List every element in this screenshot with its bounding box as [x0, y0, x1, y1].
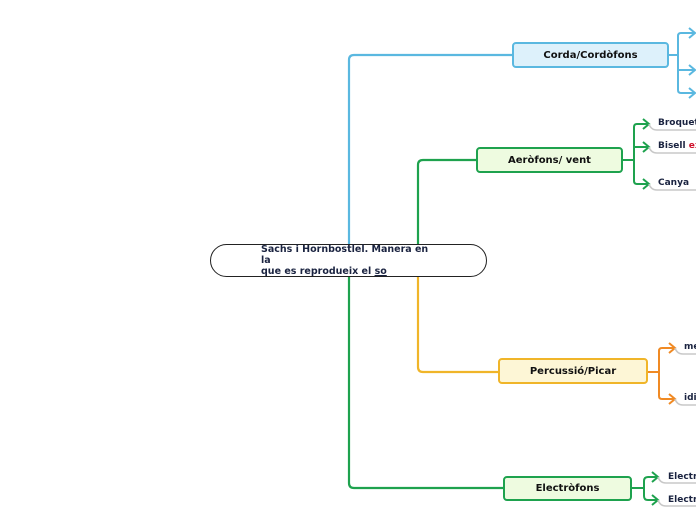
central-topic-so: so: [374, 266, 387, 277]
leaf-electr-1[interactable]: Electr: [668, 472, 696, 483]
leaf-bisell-label: Bisell: [658, 141, 689, 151]
leaf-canya-label: Canya: [658, 178, 690, 188]
leaf-electr-2-label: Electr: [668, 495, 696, 505]
topic-corda[interactable]: Corda/Cordòfons: [512, 42, 669, 68]
central-topic[interactable]: Sachs i Hornbostlel. Manera en la que es…: [210, 244, 487, 277]
connector-percussio-sub: [648, 347, 675, 400]
topic-aerofons-label: Aeròfons/ vent: [508, 154, 591, 166]
leaf-broquet-label: Broquet: [658, 118, 696, 128]
leaf-idi[interactable]: idi: [684, 393, 696, 404]
central-topic-text: Sachs i Hornbostlel. Manera en la que es…: [261, 244, 441, 277]
leaf-underline-idi: [674, 398, 696, 406]
topic-percussio[interactable]: Percussió/Picar: [498, 358, 648, 384]
leaf-electr-2[interactable]: Electr: [668, 495, 696, 506]
topic-electrofons-label: Electròfons: [535, 483, 600, 494]
leaf-bisell-highlight: ex: [688, 141, 696, 151]
connector-corda-sub: [669, 32, 694, 94]
leaf-underline-electr2: [657, 499, 696, 507]
central-topic-line2: que es reprodueix el: [261, 266, 375, 277]
leaf-canya[interactable]: Canya: [658, 178, 689, 189]
leaf-electr-1-label: Electr: [668, 472, 696, 482]
arrow-corda-3: [688, 87, 696, 99]
topic-electrofons[interactable]: Electròfons: [503, 476, 632, 501]
leaf-underline-bisell: [648, 146, 696, 154]
connector-aerofons: [416, 158, 476, 244]
leaf-underline-broquet: [648, 123, 696, 131]
connector-percussio: [416, 277, 498, 374]
arrow-corda-1: [688, 27, 696, 39]
connector-aerofons-sub: [623, 123, 649, 185]
topic-aerofons[interactable]: Aeròfons/ vent: [476, 147, 623, 173]
leaf-me[interactable]: me: [684, 342, 696, 353]
connector-corda: [347, 53, 512, 244]
leaf-underline-me: [674, 347, 696, 355]
leaf-broquet[interactable]: Broquet: [658, 118, 696, 129]
topic-percussio-label: Percussió/Picar: [529, 365, 617, 377]
leaf-me-label: me: [684, 342, 696, 352]
leaf-bisell[interactable]: Bisell ex: [658, 141, 696, 152]
connector-electrofons-sub: [632, 476, 658, 501]
leaf-underline-electr1: [657, 476, 696, 484]
leaf-underline-canya: [648, 183, 696, 191]
leaf-idi-label: idi: [684, 393, 696, 403]
central-topic-line1: Sachs i Hornbostlel. Manera en la: [261, 244, 429, 266]
topic-corda-label: Corda/Cordòfons: [543, 49, 638, 61]
connector-electrofons: [347, 277, 503, 490]
arrow-corda-2: [688, 64, 696, 76]
